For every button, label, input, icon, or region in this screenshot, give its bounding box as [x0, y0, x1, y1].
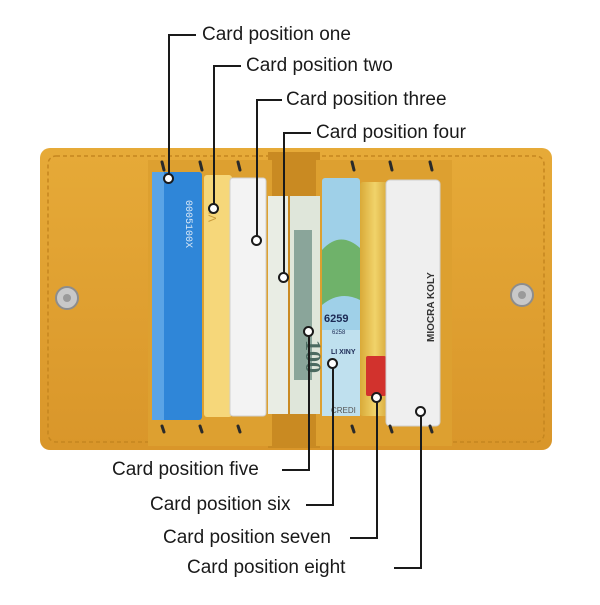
- marker-two: [208, 203, 219, 214]
- snap-button-right: [510, 283, 534, 307]
- label-card-position-five: Card position five: [112, 459, 259, 480]
- card-white-three: [229, 177, 267, 417]
- svg-text:CREDI: CREDI: [331, 406, 356, 415]
- leader-four-v: [283, 132, 285, 274]
- label-card-position-six: Card position six: [150, 494, 291, 515]
- leader-seven-h: [350, 537, 378, 539]
- marker-eight: [415, 406, 426, 417]
- svg-text:0005100X: 0005100X: [182, 200, 193, 248]
- card-credit: 6259 6258 LI XINY CREDI: [322, 178, 360, 416]
- leader-one-v: [168, 34, 170, 176]
- leader-eight-v: [420, 412, 422, 569]
- leader-six-h: [306, 504, 334, 506]
- marker-three: [251, 235, 262, 246]
- leader-five-v: [308, 332, 310, 471]
- leader-one-h: [168, 34, 196, 36]
- marker-five: [303, 326, 314, 337]
- label-card-position-two: Card position two: [246, 55, 393, 76]
- svg-text:100: 100: [301, 340, 326, 373]
- leader-four-h: [283, 132, 311, 134]
- banknotes: 100: [268, 196, 326, 414]
- leader-three-v: [256, 99, 258, 237]
- leader-six-v: [332, 364, 334, 506]
- leader-three-h: [256, 99, 282, 101]
- label-card-position-one: Card position one: [202, 24, 351, 45]
- svg-text:LI XINY: LI XINY: [331, 349, 356, 356]
- leader-two-h: [213, 65, 241, 67]
- slot-marks: [160, 160, 434, 434]
- leader-seven-v: [376, 398, 378, 539]
- marker-seven: [371, 392, 382, 403]
- leader-five-h: [282, 469, 310, 471]
- marker-four: [278, 272, 289, 283]
- svg-text:6258: 6258: [332, 330, 346, 336]
- snap-button-left: [55, 286, 79, 310]
- marker-six: [327, 358, 338, 369]
- svg-text:MIOCRA KOLY: MIOCRA KOLY: [426, 272, 437, 342]
- label-card-position-four: Card position four: [316, 122, 466, 143]
- svg-text:6259: 6259: [324, 313, 348, 325]
- leader-two-v: [213, 65, 215, 205]
- leader-eight-h: [394, 567, 422, 569]
- label-card-position-three: Card position three: [286, 89, 447, 110]
- card-blue: 0005100X: [152, 172, 202, 420]
- card-gold: [360, 182, 390, 416]
- label-card-position-eight: Card position eight: [187, 557, 346, 578]
- label-card-position-seven: Card position seven: [163, 527, 331, 548]
- marker-one: [163, 173, 174, 184]
- card-white-eight: MIOCRA KOLY: [385, 179, 441, 427]
